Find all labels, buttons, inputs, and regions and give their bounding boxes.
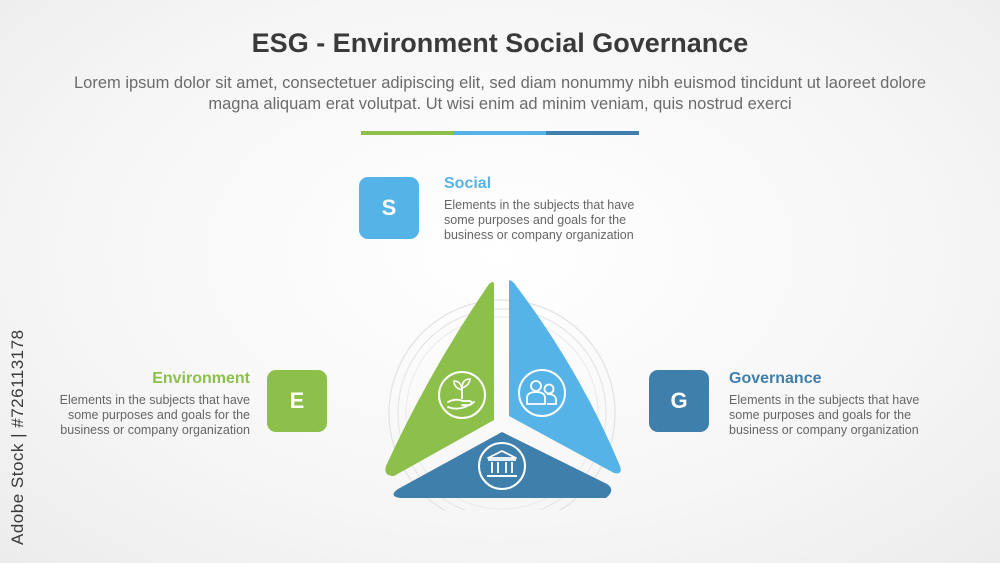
- environment-letter-box: E: [267, 370, 327, 432]
- people-icon: [518, 369, 566, 417]
- governance-segment: [393, 432, 612, 498]
- environment-heading: Environment: [152, 370, 250, 387]
- esg-triangle-diagram: [385, 280, 621, 510]
- page-subtitle: Lorem ipsum dolor sit amet, consectetuer…: [73, 74, 927, 113]
- governance-letter-box: G: [649, 370, 709, 432]
- social-description: Elements in the subjects that have some …: [444, 198, 635, 242]
- page-title: ESG - Environment Social Governance: [251, 28, 749, 58]
- divider-segment-social: [453, 131, 547, 135]
- social-letter-box: S: [359, 177, 419, 239]
- building-icon: [478, 442, 526, 490]
- hand-plant-icon: [438, 371, 486, 419]
- divider-segment-environment: [361, 131, 454, 135]
- title-divider: [361, 131, 640, 135]
- divider-segment-governance: [546, 131, 640, 135]
- outer-ring: [388, 299, 616, 510]
- social-segment: [509, 280, 621, 474]
- environment-description: Elements in the subjects that have some …: [59, 393, 250, 437]
- social-heading: Social: [444, 175, 492, 192]
- governance-heading: Governance: [729, 370, 822, 387]
- middle-ring: [397, 308, 607, 510]
- stock-watermark-text: Adobe Stock | #726113178: [8, 329, 27, 545]
- environment-segment: [385, 282, 494, 476]
- inner-ring: [405, 316, 599, 510]
- governance-description: Elements in the subjects that have some …: [729, 393, 920, 437]
